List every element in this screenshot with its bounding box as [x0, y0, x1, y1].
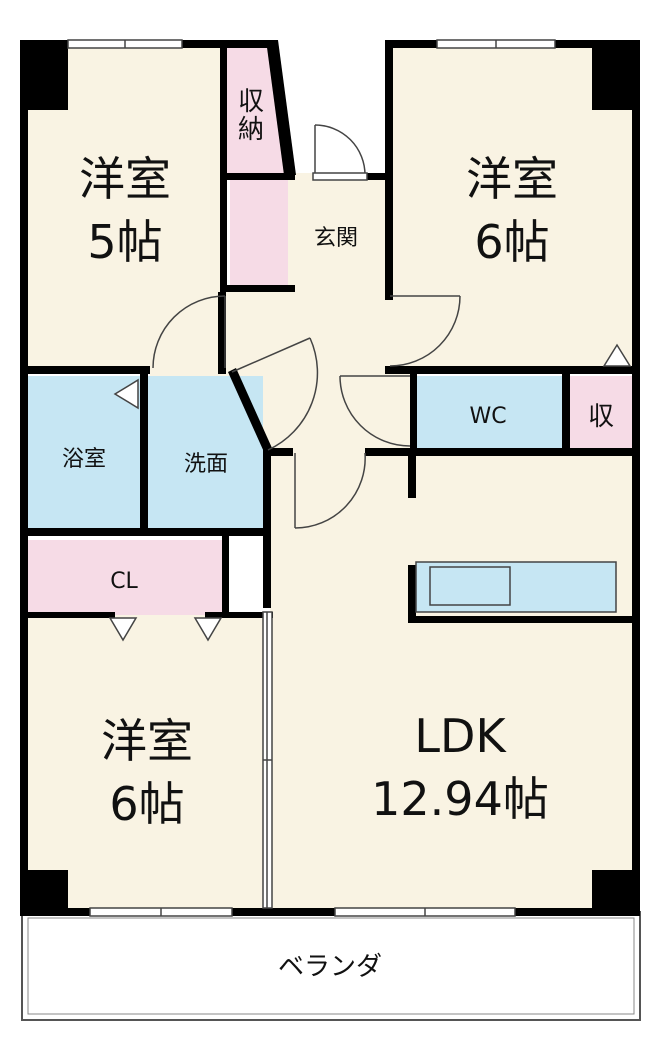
bath-label: 浴室: [62, 447, 106, 472]
storage-right-floor: [570, 376, 632, 450]
entrance-label: 玄関: [314, 226, 358, 251]
ldk-size: 12.94帖: [371, 772, 549, 826]
windows: [67, 39, 556, 917]
western-5-name: 洋室: [79, 152, 171, 206]
room-labels: 洋室 5帖 収 納 玄関 洋室 6帖 WC 収 浴室 洗面 CL 洋室 6帖 L…: [62, 87, 614, 982]
veranda-label: ベランダ: [278, 952, 382, 982]
western-6-ne-name: 洋室: [466, 152, 558, 206]
closet-label: CL: [110, 569, 138, 594]
washroom-label: 洗面: [184, 452, 228, 477]
storage-top-label-1: 収: [238, 87, 264, 117]
door-swings: [108, 124, 632, 642]
ldk-name: LDK: [414, 709, 507, 763]
storage-right-label: 収: [588, 402, 614, 432]
closet-floor: [25, 540, 223, 615]
sliding-partition: [262, 611, 273, 909]
bath-floor: [25, 376, 140, 529]
room-fills: [25, 45, 635, 912]
veranda-area: [21, 911, 641, 1021]
western-5-size: 5帖: [87, 215, 162, 269]
wc-label: WC: [469, 404, 506, 429]
western-6-ne-size: 6帖: [474, 215, 549, 269]
kitchen-counter: [415, 561, 617, 613]
western-6-sw-name: 洋室: [101, 714, 193, 768]
shoe-storage-floor: [230, 180, 288, 288]
ldk-floor: [270, 453, 635, 912]
western-room-6-sw-floor: [25, 615, 270, 912]
walls: [20, 40, 640, 916]
wc-floor: [413, 376, 563, 450]
western-6-sw-size: 6帖: [109, 777, 184, 831]
storage-top-label-2: 納: [238, 115, 264, 145]
